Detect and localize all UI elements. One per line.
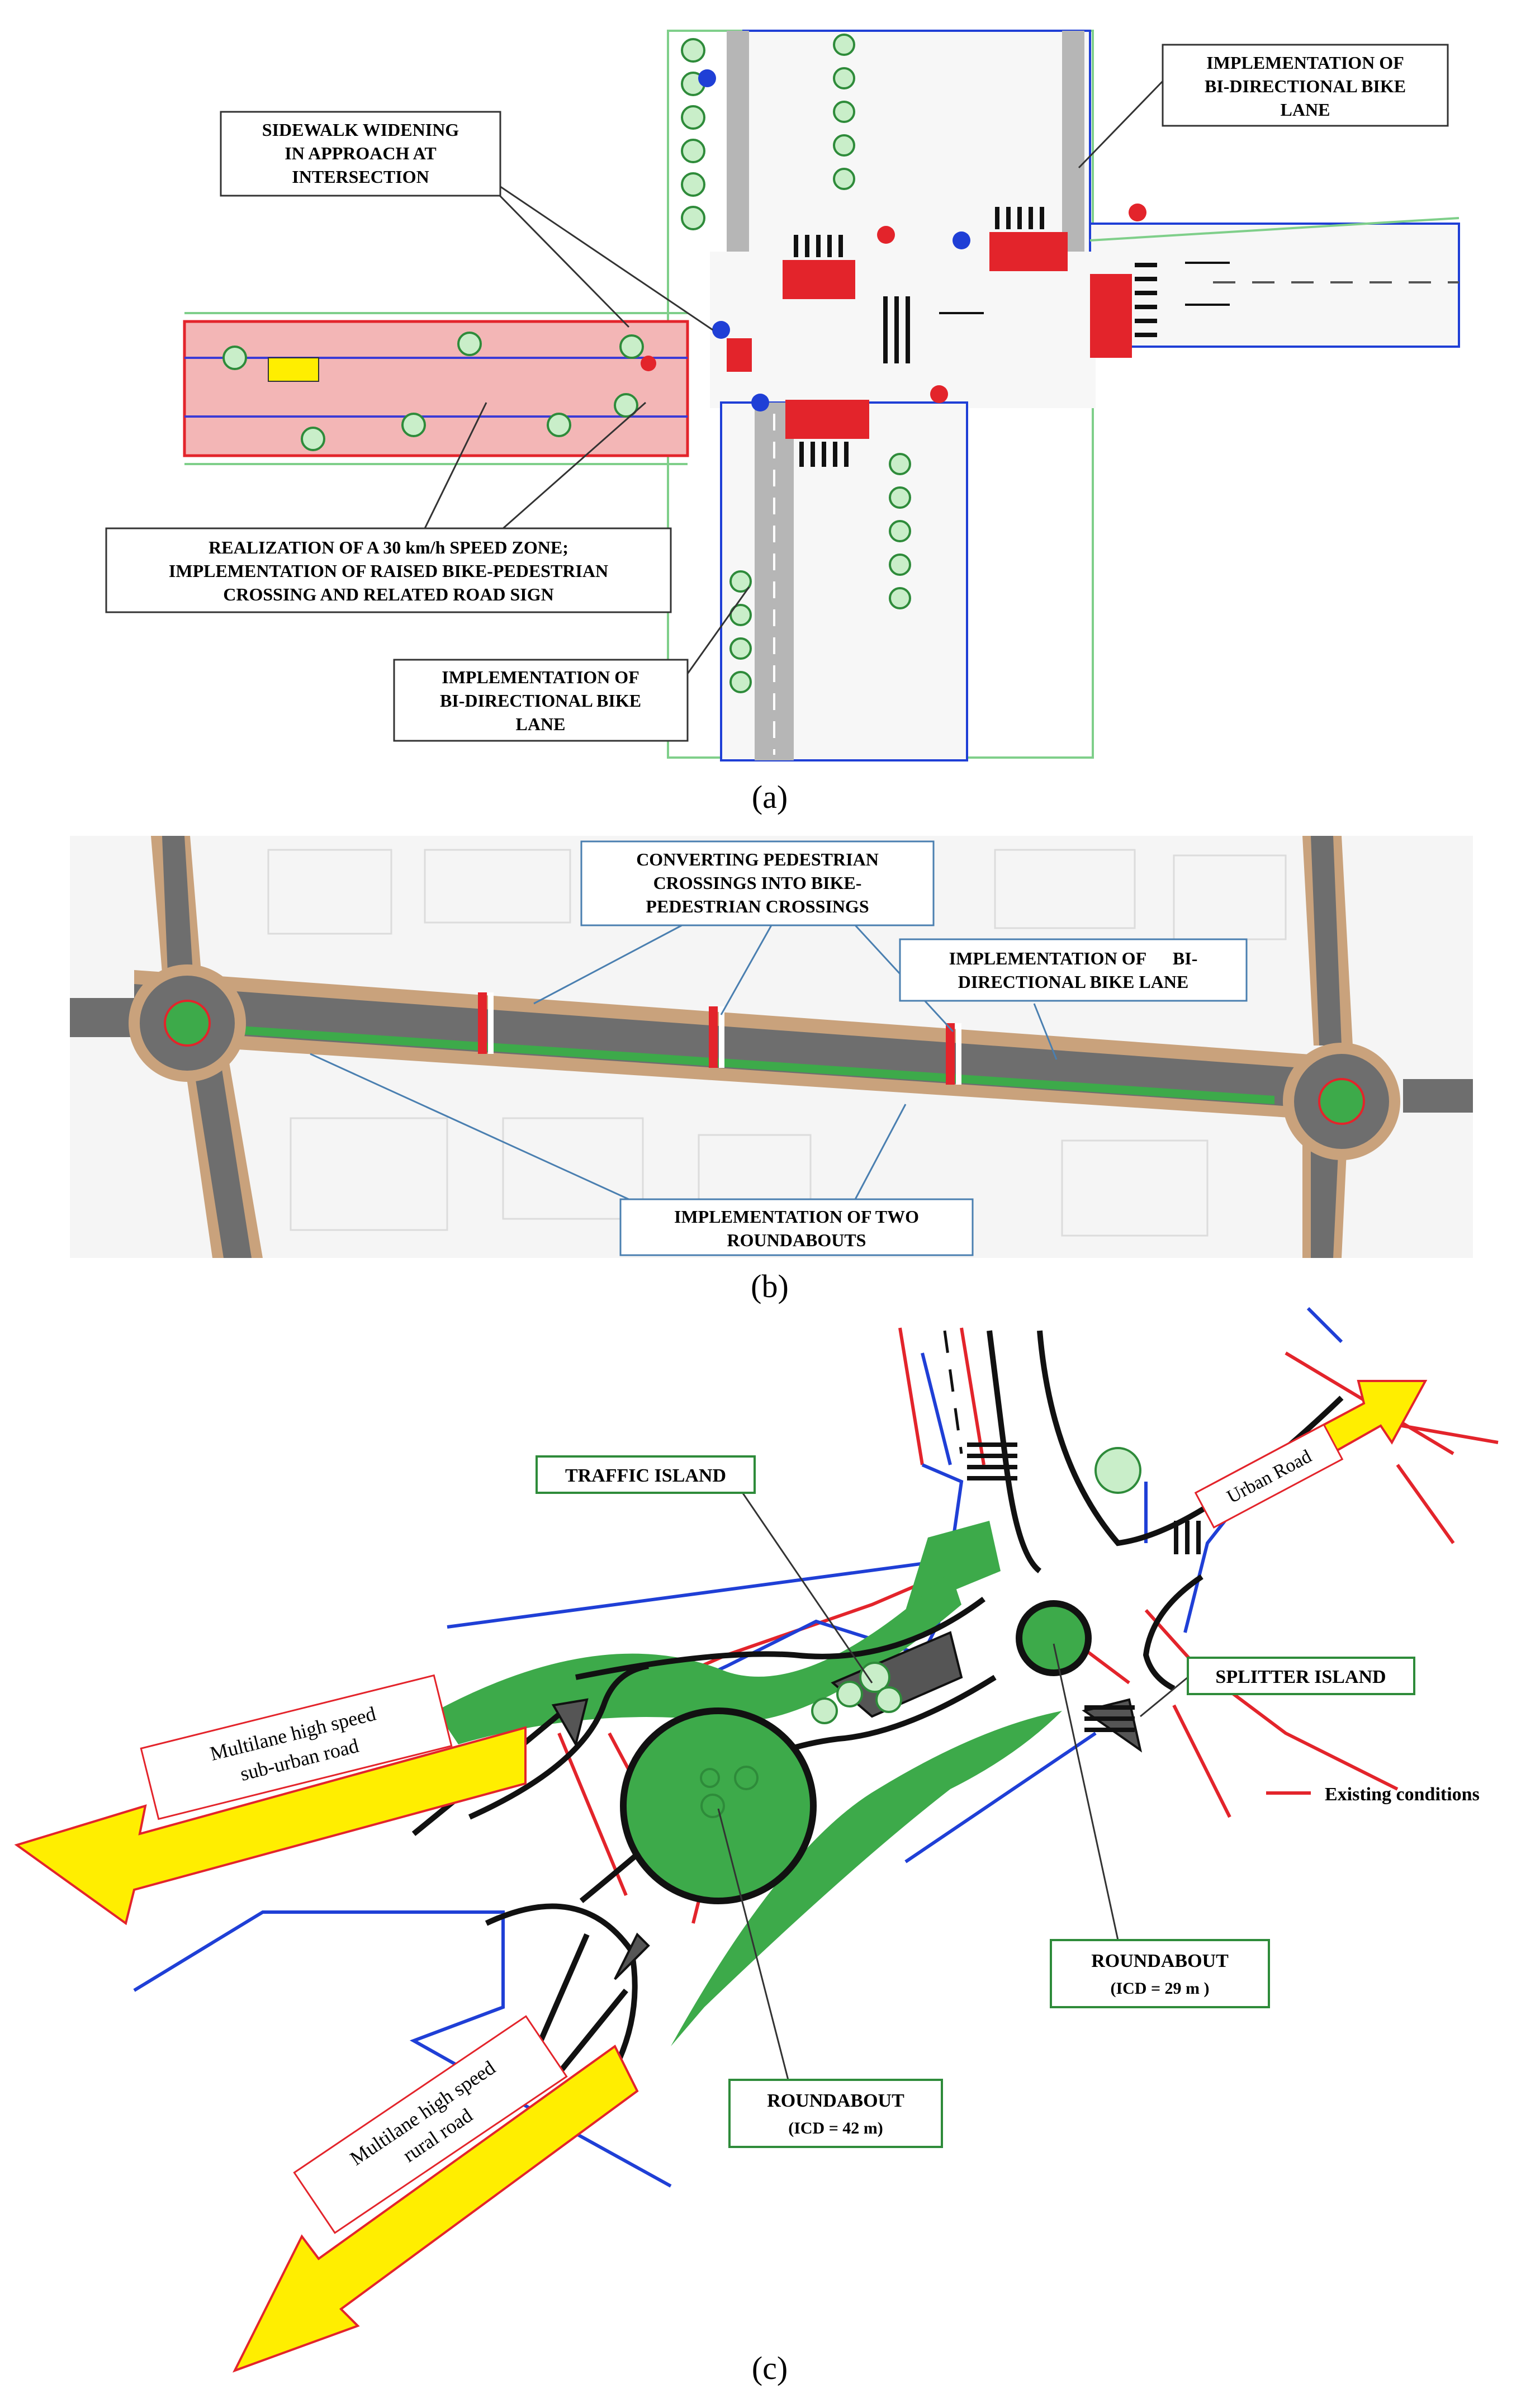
road-signs-a bbox=[641, 69, 1146, 411]
green-area-north bbox=[906, 1521, 1001, 1610]
ne-road bbox=[1311, 836, 1342, 1046]
green-area-west bbox=[436, 1571, 961, 1744]
svg-text:IN APPROACH AT: IN APPROACH AT bbox=[285, 143, 436, 163]
arrow-suburban-road bbox=[14, 1726, 527, 1926]
junction bbox=[710, 252, 1096, 408]
svg-text:Existing conditions: Existing conditions bbox=[1325, 1784, 1480, 1805]
roundabout-large-trees bbox=[700, 1766, 759, 1818]
label-urban-road: Urban Road bbox=[1194, 1423, 1344, 1529]
svg-text:REALIZATION OF A 30 km/h SPEED: REALIZATION OF A 30 km/h SPEED ZONE; bbox=[209, 537, 568, 557]
svg-text:IMPLEMENTATION OF: IMPLEMENTATION OF bbox=[442, 667, 639, 687]
building-outlines bbox=[267, 849, 1287, 1237]
bike-lane-north-left bbox=[727, 31, 749, 294]
panel-b: CONVERTING PEDESTRIAN CROSSINGS INTO BIK… bbox=[70, 836, 1473, 1304]
svg-text:CROSSINGS INTO BIKE-: CROSSINGS INTO BIKE- bbox=[653, 873, 862, 893]
splitter-island-south bbox=[614, 1932, 650, 1980]
svg-text:LANE: LANE bbox=[1281, 100, 1330, 120]
svg-text:IMPLEMENTATION OF: IMPLEMENTATION OF bbox=[1206, 53, 1404, 73]
north-road-centerline bbox=[943, 1330, 963, 1454]
panel-a: SIDEWALK WIDENING IN APPROACH AT INTERSE… bbox=[105, 30, 1460, 815]
roundabout-west-island bbox=[164, 1000, 211, 1047]
island-trees bbox=[811, 1662, 902, 1724]
svg-text:ROUNDABOUT: ROUNDABOUT bbox=[767, 2090, 904, 2111]
east-road-b bbox=[1403, 1079, 1473, 1113]
svg-text:BI-DIRECTIONAL BIKE: BI-DIRECTIONAL BIKE bbox=[440, 690, 641, 711]
label-traffic-island: TRAFFIC ISLAND bbox=[536, 1455, 756, 1494]
caption-c: (c) bbox=[752, 2350, 788, 2386]
svg-text:(ICD = 42 m): (ICD = 42 m) bbox=[788, 2119, 883, 2137]
traffic-island bbox=[831, 1631, 963, 1718]
svg-text:CONVERTING PEDESTRIAN: CONVERTING PEDESTRIAN bbox=[636, 849, 879, 869]
leader-lines-a bbox=[424, 77, 1167, 674]
zebra-crossings-c bbox=[967, 1442, 1201, 1732]
svg-text:IMPLEMENTATION OF RAISED BIKE-: IMPLEMENTATION OF RAISED BIKE-PEDESTRIAN bbox=[169, 561, 608, 581]
bike-lane-green bbox=[240, 1026, 1274, 1104]
leader-lines-b bbox=[310, 924, 1058, 1200]
svg-text:(ICD = 29 m ): (ICD = 29 m ) bbox=[1110, 1979, 1209, 1998]
panel-c: Urban Road Multilane high speed sub-urba… bbox=[14, 1307, 1499, 2386]
speed-zone-area bbox=[183, 320, 689, 457]
label-splitter-island: SPLITTER ISLAND bbox=[1187, 1657, 1415, 1695]
nw-road bbox=[162, 836, 193, 973]
svg-text:PEDESTRIAN CROSSINGS: PEDESTRIAN CROSSINGS bbox=[646, 896, 869, 916]
svg-text:SPLITTER ISLAND: SPLITTER ISLAND bbox=[1215, 1667, 1386, 1687]
roundabout-east-island bbox=[1318, 1078, 1365, 1125]
trees-a bbox=[222, 34, 911, 693]
svg-text:IMPLEMENTATION OF BI-: IMPLEMENTATION OF BI- bbox=[949, 948, 1198, 968]
legend-existing-conditions: Existing conditions bbox=[1266, 1784, 1480, 1805]
se-road bbox=[1311, 1141, 1339, 1258]
label-sidewalk-widening: SIDEWALK WIDENING IN APPROACH AT INTERSE… bbox=[220, 111, 501, 197]
urban-road-trees bbox=[1094, 1447, 1141, 1494]
label-bike-lane-top: IMPLEMENTATION OF BI-DIRECTIONAL BIKE LA… bbox=[1162, 44, 1449, 127]
svg-text:DIRECTIONAL BIKE LANE: DIRECTIONAL BIKE LANE bbox=[958, 972, 1189, 992]
crossing-east bbox=[1090, 274, 1132, 358]
lane-arrows bbox=[939, 262, 1230, 314]
svg-text:SIDEWALK WIDENING: SIDEWALK WIDENING bbox=[262, 120, 459, 140]
bike-ped-crossings bbox=[478, 992, 961, 1085]
svg-text:INTERSECTION: INTERSECTION bbox=[292, 167, 429, 187]
zebra-marks bbox=[794, 207, 1157, 467]
green-area-south bbox=[671, 1711, 1062, 2046]
label-bike-lane-bottom: IMPLEMENTATION OF BI-DIRECTIONAL BIKE LA… bbox=[393, 659, 689, 742]
label-bike-lane-b: IMPLEMENTATION OF BI- DIRECTIONAL BIKE L… bbox=[899, 938, 1248, 1002]
roundabout-small bbox=[1016, 1600, 1092, 1676]
speed-zone-marking bbox=[268, 357, 319, 382]
label-two-roundabouts: IMPLEMENTATION OF TWO ROUNDABOUTS bbox=[619, 1198, 974, 1256]
crossing-north-left bbox=[783, 260, 855, 299]
svg-text:IMPLEMENTATION OF TWO: IMPLEMENTATION OF TWO bbox=[674, 1207, 919, 1227]
caption-a: (a) bbox=[752, 779, 788, 815]
leader-lines-c bbox=[717, 1489, 1188, 2080]
svg-text:BI-DIRECTIONAL BIKE: BI-DIRECTIONAL BIKE bbox=[1205, 76, 1406, 96]
splitter-island-west bbox=[551, 1698, 589, 1748]
caption-b: (b) bbox=[751, 1268, 789, 1304]
bike-lane-north-right bbox=[1062, 31, 1084, 266]
svg-text:CROSSING AND RELATED ROAD SIGN: CROSSING AND RELATED ROAD SIGN bbox=[223, 584, 554, 604]
label-roundabout-small: ROUNDABOUT (ICD = 29 m ) bbox=[1050, 1939, 1270, 2008]
roundabout-large bbox=[620, 1707, 817, 1904]
east-road bbox=[1089, 223, 1460, 348]
crossing-west bbox=[727, 338, 752, 372]
label-speed-zone: REALIZATION OF A 30 km/h SPEED ZONE; IMP… bbox=[105, 527, 672, 613]
svg-text:TRAFFIC ISLAND: TRAFFIC ISLAND bbox=[565, 1465, 726, 1486]
sw-road bbox=[193, 1062, 252, 1258]
arrow-rural-road bbox=[232, 2045, 639, 2373]
crossing-south bbox=[785, 400, 869, 439]
crossing-north-right bbox=[989, 232, 1068, 271]
main-road bbox=[134, 984, 1342, 1110]
svg-text:ROUNDABOUT: ROUNDABOUT bbox=[1091, 1951, 1229, 1971]
svg-text:LANE: LANE bbox=[516, 714, 566, 734]
east-road-edge bbox=[1089, 217, 1460, 242]
svg-text:ROUNDABOUTS: ROUNDABOUTS bbox=[727, 1230, 866, 1250]
label-converting-crossings: CONVERTING PEDESTRIAN CROSSINGS INTO BIK… bbox=[580, 840, 935, 926]
label-roundabout-large: ROUNDABOUT (ICD = 42 m) bbox=[728, 2079, 943, 2148]
